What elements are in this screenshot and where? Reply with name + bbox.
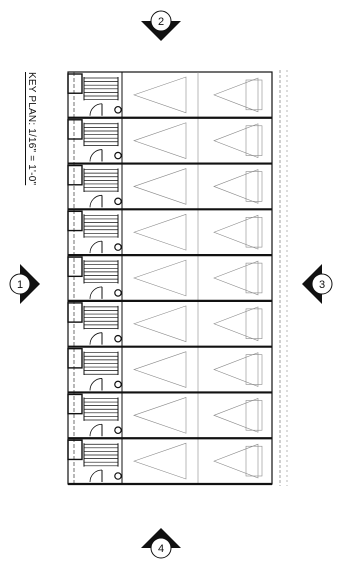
section-label: 4 [158,543,164,555]
utility-column [114,380,122,389]
townhouse-unit [67,255,272,302]
door-swing [89,194,103,208]
door-swing [89,332,103,345]
section-marker-4: 4 [141,528,181,559]
garage-door [245,171,263,202]
garage-door [245,354,263,385]
entry-vestibule [67,210,83,232]
utility-column [114,289,122,297]
garage-door [245,125,263,156]
vehicle-marker [133,397,187,434]
section-bubble [150,537,172,559]
door-swing [89,149,103,162]
section-bubble [311,273,333,295]
section-marker-3: 3 [302,264,333,304]
vehicle-marker [213,123,259,158]
townhouse-unit [67,117,272,165]
section-marker-1: 1 [9,264,40,304]
utility-column [114,243,122,251]
door-swing [89,240,103,254]
vehicle-marker [213,260,259,296]
townhouse-unit [67,346,272,394]
entry-vestibule [67,439,83,461]
vehicle-marker [133,122,187,159]
townhouse-unit [67,209,272,257]
vehicle-marker [133,351,187,388]
section-bubble [9,273,31,295]
utility-column [114,334,122,343]
garage-door [245,79,263,111]
townhouse-unit [67,72,272,119]
section-label: 1 [17,279,23,291]
utility-column [114,151,122,160]
door-swing [89,378,103,391]
vehicle-marker [213,77,259,113]
utility-column [114,197,122,206]
townhouse-unit [67,163,272,211]
section-markers: 1 2 3 4 [9,10,333,559]
door-swing [89,286,103,299]
vehicle-marker [213,214,259,250]
utility-column [114,472,122,480]
section-label: 2 [158,16,164,28]
vehicle-marker [133,168,187,205]
key-plan-title: KEY PLAN: 1/16" = 1'-0" [26,72,37,186]
utility-column [114,426,122,435]
entry-vestibule [67,393,83,415]
vehicle-marker [133,305,187,343]
door-swing [89,103,103,116]
entry-vestibule [67,256,83,278]
section-bubble [150,10,172,32]
townhouse-unit [67,300,272,348]
townhouse-unit [67,438,272,486]
vehicle-marker [133,76,187,114]
section-marker-2: 2 [141,10,181,41]
entry-vestibule [67,119,83,140]
garage-door [245,400,263,431]
vehicle-marker [133,442,187,480]
entry-vestibule [67,302,83,323]
vehicle-marker [213,169,259,204]
section-label: 3 [319,279,325,291]
garage-door [245,217,263,248]
vehicle-marker [213,306,259,342]
vehicle-marker [213,398,259,433]
vehicle-marker [213,443,259,479]
entry-vestibule [67,347,83,369]
door-swing [89,423,103,437]
utility-column [114,105,122,114]
vehicle-marker [133,259,187,297]
door-swing [89,469,103,483]
garage-door [245,262,263,294]
entry-vestibule [67,164,83,186]
townhouse-unit [67,392,272,440]
entry-vestibule [67,73,83,94]
townhouse-units [67,70,288,486]
garage-door [245,445,263,477]
vehicle-marker [133,213,187,251]
building-outline [67,71,273,485]
vehicle-marker [213,352,259,387]
garage-door [245,308,263,339]
